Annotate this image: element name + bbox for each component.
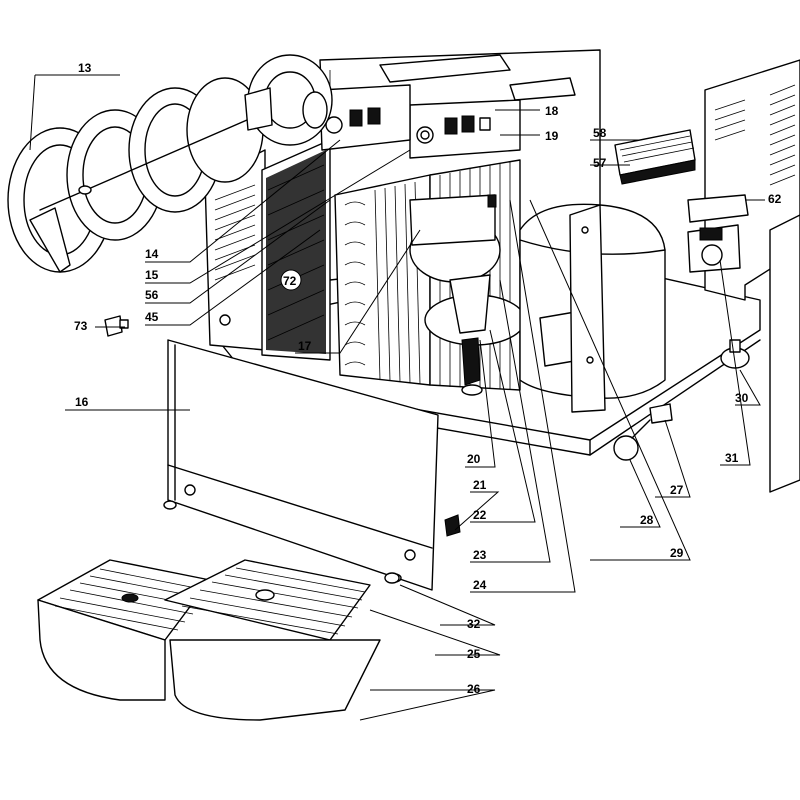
label-56: 56	[145, 288, 159, 302]
label-24: 24	[473, 578, 487, 592]
auger-assembly	[7, 77, 271, 273]
compressor	[519, 203, 666, 413]
condenser-grille	[214, 139, 331, 361]
control-box-rear	[319, 84, 411, 151]
outer-door-panel	[769, 214, 800, 493]
label-27: 27	[670, 483, 684, 497]
label-23: 23	[473, 548, 487, 562]
label-25: 25	[467, 647, 481, 661]
label-21: 21	[473, 478, 487, 492]
label-72: 72	[283, 274, 297, 288]
drip-tray-left	[37, 559, 211, 701]
label-58: 58	[593, 126, 607, 140]
drip-tray-right	[164, 559, 381, 721]
cover-plate	[409, 194, 496, 246]
part-27	[649, 403, 673, 424]
label-72-badge	[280, 269, 302, 291]
solenoid-31	[687, 224, 741, 273]
label-20: 20	[467, 452, 481, 466]
label-13: 13	[78, 61, 92, 75]
foot-32	[384, 572, 400, 584]
label-19: 19	[545, 129, 559, 143]
label-17: 17	[298, 339, 312, 353]
label-14: 14	[145, 247, 159, 261]
cover-62	[687, 194, 749, 223]
leader-lines	[29, 74, 765, 721]
label-18: 18	[545, 104, 559, 118]
label-22: 22	[473, 508, 487, 522]
callout-labels: 13 14 15 56 45 73 16 17 72 20 18 19 58 5…	[74, 61, 782, 696]
drive-hub	[244, 54, 333, 146]
control-box-front	[409, 99, 521, 159]
label-73: 73	[74, 319, 88, 333]
part-30	[720, 339, 750, 369]
label-28: 28	[640, 513, 654, 527]
label-31: 31	[725, 451, 739, 465]
label-16: 16	[75, 395, 89, 409]
label-45: 45	[145, 310, 159, 324]
electronics-box-58	[614, 129, 696, 185]
label-26: 26	[467, 682, 481, 696]
fitting-73	[104, 315, 129, 337]
front-panel	[163, 339, 439, 591]
label-32: 32	[467, 617, 481, 631]
label-15: 15	[145, 268, 159, 282]
label-57: 57	[593, 156, 607, 170]
top-rail	[379, 54, 511, 83]
part-28	[613, 419, 651, 461]
top-bracket	[509, 77, 576, 101]
clip-21	[444, 514, 461, 537]
label-62: 62	[768, 192, 782, 206]
label-29: 29	[670, 546, 684, 560]
label-30: 30	[735, 391, 749, 405]
expansion-valve	[449, 274, 491, 396]
